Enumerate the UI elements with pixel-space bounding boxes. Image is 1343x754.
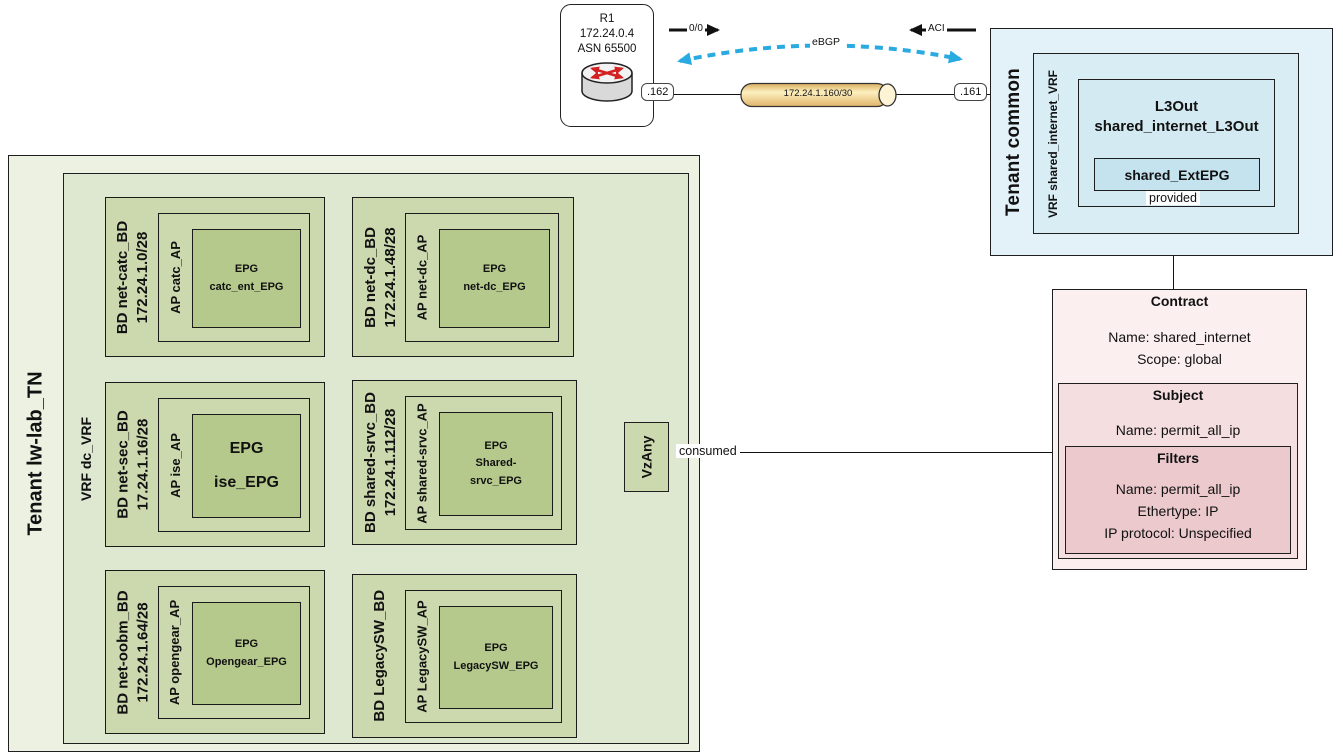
vrf-shared-internet-label: VRF shared_internet_VRF: [1046, 69, 1061, 218]
interface-ip-right: .161: [954, 83, 988, 102]
epg-catc-ent-box: EPG catc_ent_EPG: [192, 229, 301, 328]
ap-opengear-box: AP opengear_AP EPG Opengear_EPG: [158, 586, 310, 719]
filter-ip-protocol: IP protocol: Unspecified: [1104, 525, 1252, 541]
bd-net-catc-box: BD net-catc_BD 172.24.1.0/28 AP catc_AP …: [105, 197, 325, 357]
router-ip: 172.24.0.4: [579, 28, 635, 40]
ebgp-label: eBGP: [810, 36, 843, 48]
subject-box: Subject Name: permit_all_ip Filters Name…: [1058, 383, 1298, 559]
ap-ise-box: AP ise_AP EPG ise_EPG: [158, 398, 310, 532]
bd-net-dc-label: BD net-dc_BD 172.24.1.48/28: [361, 226, 399, 328]
shared-extepg-box: shared_ExtEPG: [1094, 158, 1260, 191]
filters-box: Filters Name: permit_all_ip Ethertype: I…: [1065, 446, 1291, 554]
filter-ethertype: Ethertype: IP: [1137, 503, 1219, 519]
tenant-common-box: Tenant common VRF shared_internet_VRF L3…: [990, 28, 1333, 256]
provided-label: provided: [1146, 191, 1200, 205]
shared-extepg-label: shared_ExtEPG: [1124, 166, 1230, 183]
vrf-dc-label: VRF dc_VRF: [78, 416, 95, 501]
consumed-contract-line: [667, 452, 1052, 454]
router-asn: ASN 65500: [577, 43, 637, 55]
ap-shared-srvc-label: AP shared-srvc_AP: [414, 402, 430, 524]
vrf-dc-box: VRF dc_VRF BD net-catc_BD 172.24.1.0/28 …: [63, 173, 689, 744]
ap-legacysw-label: AP LegacySW_AP: [414, 600, 430, 713]
tenant-lab-box: Tenant lw-lab_TN VRF dc_VRF BD net-catc_…: [8, 155, 700, 752]
router-name: R1: [599, 13, 615, 25]
epg-ise-box: EPG ise_EPG: [192, 414, 301, 518]
bd-net-dc-box: BD net-dc_BD 172.24.1.48/28 AP net-dc_AP…: [352, 197, 574, 357]
contract-name: Name: shared_internet: [1108, 329, 1251, 345]
router-icon: [581, 62, 633, 102]
epg-net-dc-box: EPG net-dc_EPG: [439, 229, 550, 328]
bd-net-oobm-label: BD net-oobm_BD 172.24.1.64/28: [114, 589, 152, 715]
aci-label: ACI: [926, 23, 947, 34]
ap-ise-label: AP ise_AP: [167, 432, 183, 498]
filter-name: Name: permit_all_ip: [1115, 481, 1241, 497]
subject-title: Subject: [1152, 387, 1204, 403]
ap-shared-srvc-box: AP shared-srvc_AP EPG Shared-srvc_EPG: [405, 396, 562, 530]
vzany-box: VzAny: [624, 422, 669, 492]
contract-scope: Scope: global: [1137, 351, 1222, 367]
bd-legacysw-box: BD LegacySW_BD AP LegacySW_AP EPG Legacy…: [352, 574, 577, 738]
bd-net-sec-label: BD net-sec_BD 17.24.1.16/28: [114, 410, 152, 519]
consumed-label: consumed: [676, 444, 740, 458]
tenant-common-title: Tenant common: [1003, 68, 1025, 216]
epg-opengear-box: EPG Opengear_EPG: [192, 602, 301, 705]
ap-net-dc-box: AP net-dc_AP EPG net-dc_EPG: [405, 213, 559, 342]
router-r1: R1 172.24.0.4 ASN 65500: [560, 4, 654, 127]
subnet-label: 172.24.1.160/30: [783, 88, 853, 99]
epg-shared-srvc-box: EPG Shared-srvc_EPG: [439, 412, 553, 516]
tenant-lab-title: Tenant lw-lab_TN: [24, 371, 47, 536]
subject-name: Name: permit_all_ip: [1115, 422, 1241, 438]
bd-net-sec-box: BD net-sec_BD 17.24.1.16/28 AP ise_AP EP…: [105, 382, 325, 547]
filters-title: Filters: [1156, 450, 1199, 466]
bd-legacysw-label: BD LegacySW_BD: [371, 590, 389, 722]
vrf-shared-internet-box: VRF shared_internet_VRF L3Out shared_int…: [1033, 53, 1299, 234]
vzany-label: VzAny: [638, 435, 655, 479]
l3out-title-line2: shared_internet_L3Out: [1094, 118, 1259, 135]
bd-shared-srvc-box: BD shared-srvc_BD 172.24.1.112/28 AP sha…: [352, 380, 577, 545]
l3out-title-line1: L3Out: [1154, 98, 1199, 115]
ap-net-dc-label: AP net-dc_AP: [414, 234, 430, 321]
contract-box: Contract Name: shared_internet Scope: gl…: [1052, 289, 1307, 570]
contract-title: Contract: [1150, 293, 1209, 309]
bd-shared-srvc-label: BD shared-srvc_BD 172.24.1.112/28: [361, 392, 399, 533]
epg-legacysw-box: EPG LegacySW_EPG: [439, 606, 553, 709]
ap-catc-box: AP catc_AP EPG catc_ent_EPG: [158, 213, 310, 342]
ap-opengear-label: AP opengear_AP: [167, 599, 183, 706]
l3out-box: L3Out shared_internet_L3Out shared_ExtEP…: [1078, 79, 1275, 207]
ap-legacysw-box: AP LegacySW_AP EPG LegacySW_EPG: [405, 590, 562, 723]
default-route-label: 0/0: [687, 23, 705, 34]
bd-net-oobm-box: BD net-oobm_BD 172.24.1.64/28 AP opengea…: [105, 570, 325, 734]
interface-ip-left: .162: [641, 83, 675, 102]
subnet-pipe: [740, 82, 897, 108]
ap-catc-label: AP catc_AP: [167, 241, 183, 314]
bd-net-catc-label: BD net-catc_BD 172.24.1.0/28: [114, 220, 152, 334]
